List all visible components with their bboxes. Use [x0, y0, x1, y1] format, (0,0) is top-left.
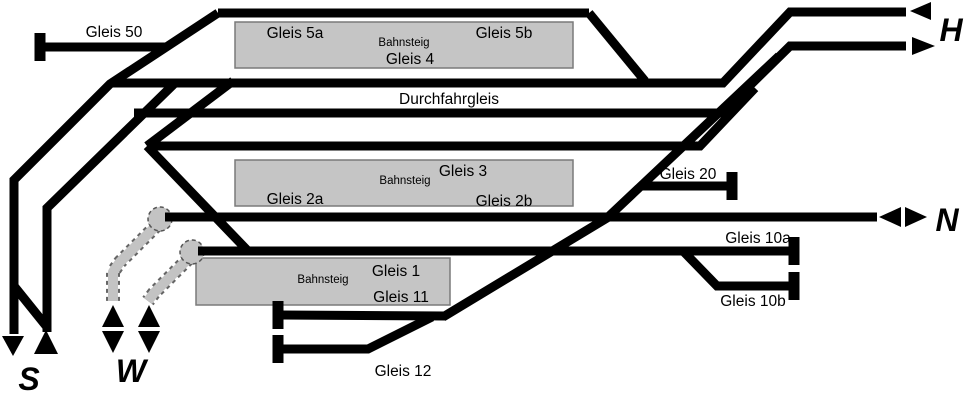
west-ladder-link-up [144, 77, 236, 150]
buffer-gleis-10b [788, 272, 800, 300]
label-gleis-1: Gleis 1 [372, 263, 420, 280]
exit-label-n: N [935, 202, 959, 238]
label-bahnsteig-mid: Bahnsteig [379, 175, 430, 187]
label-gleis-5a: Gleis 5a [267, 25, 324, 42]
west-ladder-link-down [143, 142, 252, 255]
arrow-w2-down [138, 331, 160, 353]
buffer-gleis-12 [272, 335, 284, 363]
label-gleis-10b: Gleis 10b [720, 293, 785, 310]
label-gleis-2a: Gleis 2a [267, 191, 324, 208]
long-diagonal-east [440, 52, 783, 321]
arrow-h-east [912, 37, 935, 55]
arrow-n-east [905, 207, 927, 227]
arrow-s-up [34, 330, 58, 354]
exit-label-s: S [18, 361, 40, 397]
label-durchfahrgleis: Durchfahrgleis [399, 91, 499, 108]
track-5-east-link [585, 10, 649, 84]
arrow-w1-down [102, 331, 124, 353]
track-gleis-10b [679, 247, 791, 291]
track-gleis-11 [280, 310, 447, 321]
track-d [147, 84, 759, 151]
buffers-layer [34, 33, 800, 363]
tram-paths-layer [106, 206, 205, 306]
platforms-layer [195, 21, 574, 306]
label-gleis-11: Gleis 11 [373, 289, 429, 306]
label-gleis-12: Gleis 12 [375, 363, 432, 380]
label-gleis-50: Gleis 50 [86, 24, 143, 41]
exit-label-w: W [116, 353, 149, 389]
arrow-w1-up [102, 305, 124, 327]
track-gleis-12 [281, 312, 435, 354]
arrow-h-west [910, 2, 931, 20]
arrow-w2-up [138, 305, 160, 327]
label-bahnsteig-top: Bahnsteig [378, 37, 429, 49]
arrow-s-down [2, 336, 24, 356]
platform-1-11 [195, 257, 451, 306]
s-crossover [10, 283, 51, 330]
diagonal-west-inner [42, 79, 179, 332]
label-gleis-10a: Gleis 10a [725, 230, 791, 247]
label-gleis-20: Gleis 20 [660, 166, 717, 183]
tram-path-west-2 [144, 255, 192, 304]
diagonal-west-outer [9, 9, 221, 334]
label-gleis-2b: Gleis 2b [476, 193, 533, 210]
exit-label-h: H [939, 12, 963, 48]
tracks-layer [9, 7, 906, 354]
buffer-gleis-10a [788, 237, 800, 265]
track-durchfahr-north [110, 7, 906, 88]
label-bahnsteig-low: Bahnsteig [297, 274, 348, 286]
platform-2-3 [234, 159, 574, 207]
labels-layer: Gleis 50 Gleis 5a Bahnsteig Gleis 5b Gle… [18, 12, 963, 397]
arrows-layer [2, 2, 935, 356]
tram-path-west-1 [108, 222, 160, 301]
arrow-n-west [879, 207, 901, 227]
platform-4-5 [234, 21, 574, 69]
label-gleis-3: Gleis 3 [439, 163, 487, 180]
buffer-gleis-11 [272, 301, 284, 329]
label-gleis-5b: Gleis 5b [476, 25, 533, 42]
buffer-gleis-50 [34, 33, 46, 61]
label-gleis-4: Gleis 4 [386, 51, 435, 68]
buffer-gleis-20 [726, 172, 738, 200]
